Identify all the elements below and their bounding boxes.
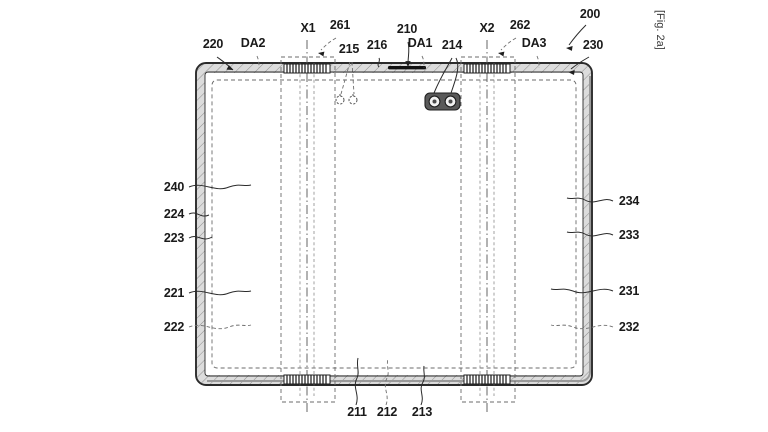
hinge-comb-bottom-left — [283, 374, 331, 385]
callout-234: 234 — [619, 194, 640, 208]
callout-labels-bottom: 211 212 213 — [347, 405, 432, 419]
callout-216: 216 — [367, 38, 388, 52]
folding-area-262 — [460, 40, 516, 412]
callout-233: 233 — [619, 228, 640, 242]
callout-262: 262 — [510, 18, 531, 32]
callout-230: 230 — [583, 38, 604, 52]
callout-220: 220 — [203, 37, 224, 51]
arrowhead-200 — [566, 46, 573, 51]
callout-261: 261 — [330, 18, 351, 32]
camera-module — [424, 92, 461, 111]
callout-222: 222 — [164, 320, 185, 334]
callout-labels-left: 240 224 223 221 222 — [164, 180, 185, 334]
callout-223: 223 — [164, 231, 185, 245]
callout-232: 232 — [619, 320, 640, 334]
callout-DA2: DA2 — [241, 36, 266, 50]
callout-200: 200 — [580, 7, 601, 21]
callout-214: 214 — [442, 38, 463, 52]
hinge-comb-bottom-right — [463, 374, 511, 385]
hinge-comb-top-right — [463, 63, 511, 74]
callout-X1: X1 — [301, 21, 316, 35]
callout-211: 211 — [347, 405, 367, 419]
display-panel-outline — [211, 79, 577, 369]
figure-tag: [Fig. 2a] — [654, 10, 666, 50]
callout-210: 210 — [397, 22, 418, 36]
callout-DA3: DA3 — [522, 36, 547, 50]
arrowhead-261 — [318, 51, 325, 57]
callout-212: 212 — [377, 405, 398, 419]
callout-labels-right: 234 233 231 232 — [619, 194, 640, 334]
device-housing — [195, 62, 593, 386]
arrowhead-230 — [568, 70, 575, 75]
callout-221: 221 — [164, 286, 185, 300]
callout-213: 213 — [412, 405, 433, 419]
callout-215: 215 — [339, 42, 360, 56]
arrowhead-210 — [405, 61, 411, 67]
callout-240: 240 — [164, 180, 185, 194]
callout-DA1: DA1 — [408, 36, 433, 50]
callout-X2: X2 — [480, 21, 495, 35]
callout-labels-top: 220 DA2 X1 261 215 216 210 DA1 214 X2 26… — [203, 7, 604, 56]
callout-224: 224 — [164, 207, 185, 221]
callout-231: 231 — [619, 284, 640, 298]
arrowhead-220 — [226, 65, 233, 70]
folding-area-261 — [280, 40, 336, 412]
sensor-pair — [335, 94, 358, 105]
hinge-comb-top-left — [283, 63, 331, 74]
arrowhead-262 — [498, 51, 505, 57]
speaker-slot — [388, 66, 426, 70]
